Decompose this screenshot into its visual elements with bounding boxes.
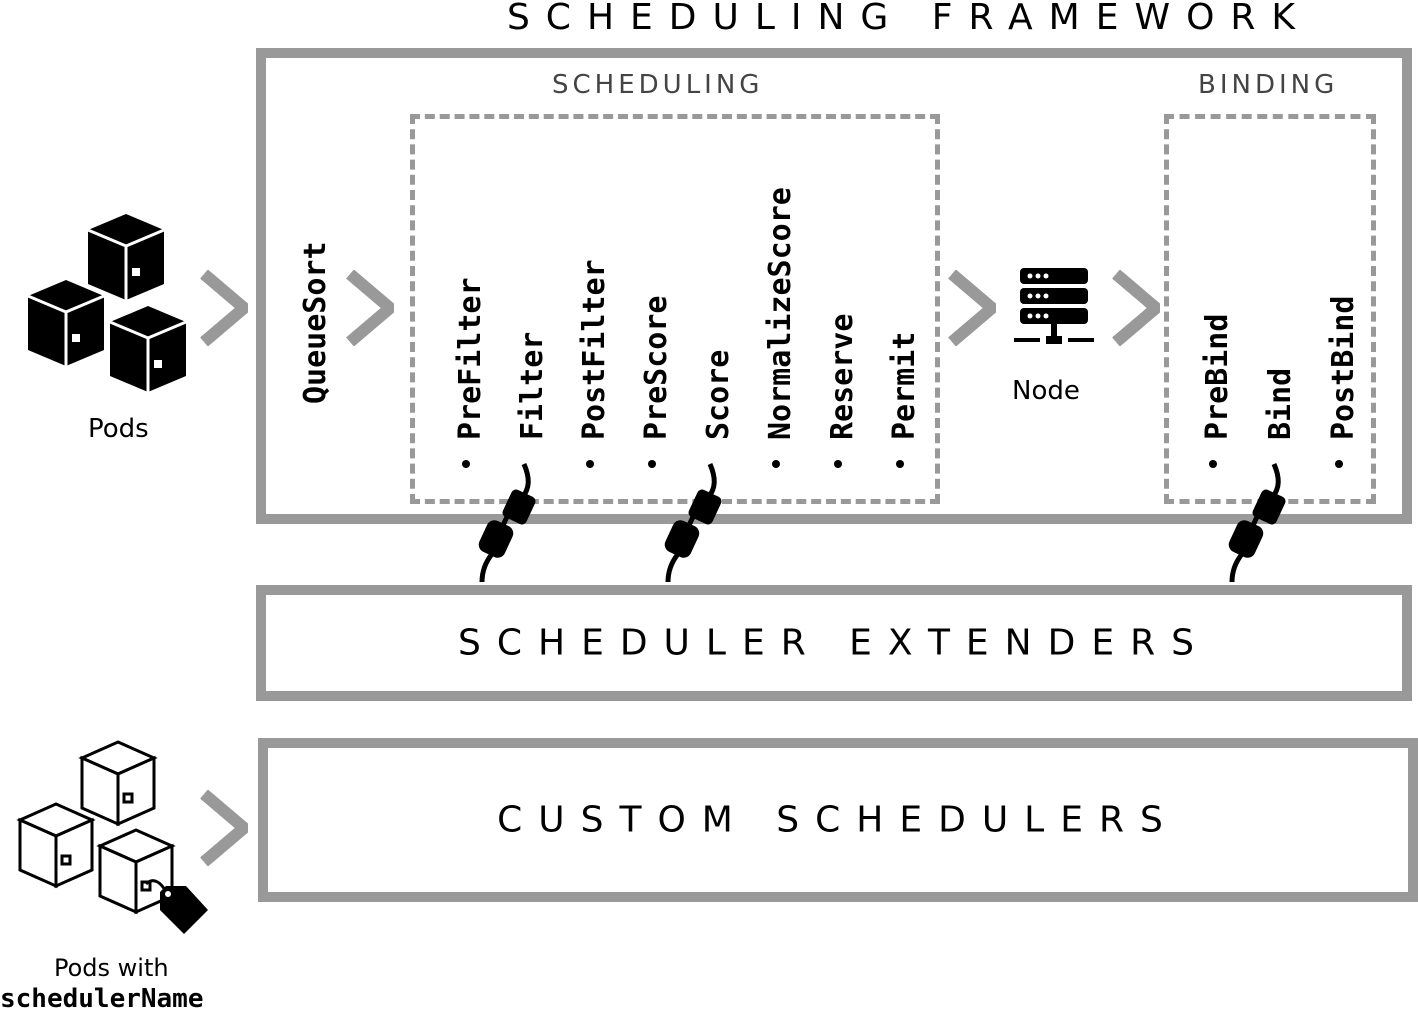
step-postbind: PostBind — [1326, 295, 1361, 441]
step-normalizescore: NormalizeScore — [763, 187, 798, 440]
custom-schedulers-label: CUSTOM SCHEDULERS — [497, 799, 1179, 841]
scheduler-extenders-box: SCHEDULER EXTENDERS — [256, 585, 1412, 701]
step-score: Score — [701, 349, 736, 440]
chevron-right-icon — [200, 270, 248, 346]
node-label: Node — [1012, 376, 1080, 406]
step-filter: Filter — [515, 331, 550, 440]
chevron-right-icon — [1112, 270, 1160, 346]
plug-icon — [1228, 463, 1286, 583]
scheduling-phase-box — [410, 114, 940, 504]
pods-label: Pods — [88, 414, 149, 444]
box-icon — [109, 306, 187, 392]
chevron-right-icon — [948, 270, 996, 346]
bullet-dot — [1209, 460, 1217, 468]
box-icon — [78, 740, 158, 827]
scheduling-framework-box — [256, 48, 1412, 524]
scheduler-extenders-label: SCHEDULER EXTENDERS — [458, 622, 1210, 664]
chevron-right-icon — [346, 270, 394, 346]
scheduling-section-label: SCHEDULING — [552, 70, 764, 100]
bullet-dot — [896, 460, 904, 468]
step-prebind: PreBind — [1200, 313, 1235, 440]
step-bind: Bind — [1263, 367, 1298, 440]
queue-sort-label: QueueSort — [298, 241, 333, 404]
chevron-right-icon — [200, 790, 248, 866]
pods-icon — [27, 214, 187, 392]
box-icon — [27, 280, 105, 366]
bullet-dot — [834, 460, 842, 468]
pods-with-scheduler-icon — [16, 740, 208, 934]
step-reserve: Reserve — [825, 313, 860, 440]
bullet-dot — [586, 460, 594, 468]
binding-section-label: BINDING — [1198, 70, 1339, 100]
bullet-dot — [648, 460, 656, 468]
bullet-dot — [462, 460, 470, 468]
bullet-dot — [1335, 460, 1343, 468]
server-icon — [1014, 268, 1094, 344]
pods-with-label: Pods with — [54, 954, 169, 982]
tag-icon — [160, 886, 208, 934]
custom-schedulers-box: CUSTOM SCHEDULERS — [258, 738, 1418, 902]
box-icon — [87, 214, 165, 300]
step-postfilter: PostFilter — [577, 259, 612, 440]
bullet-dot — [772, 460, 780, 468]
box-icon — [16, 802, 96, 889]
step-prefilter: PreFilter — [453, 277, 488, 440]
plug-icon — [664, 463, 722, 583]
step-permit: Permit — [887, 331, 922, 440]
diagram-title: SCHEDULING FRAMEWORK — [506, 0, 1312, 38]
plug-icon — [478, 463, 536, 583]
step-prescore: PreScore — [639, 295, 674, 441]
scheduler-name-label: schedulerName — [0, 984, 204, 1014]
